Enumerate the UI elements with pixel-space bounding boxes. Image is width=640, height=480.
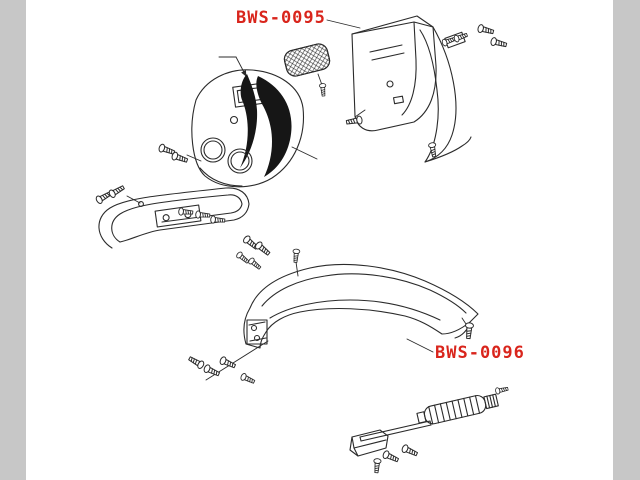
mounting-screws xyxy=(94,23,509,474)
cover-stripe-dark xyxy=(256,76,292,177)
part-label-bws-0096: BWS-0096 xyxy=(435,343,525,363)
part-label-bws-0095: BWS-0095 xyxy=(236,8,326,28)
side-cover-panel xyxy=(243,263,479,349)
rear-carrier-rack xyxy=(98,187,250,249)
cover-stripe-dark-2 xyxy=(240,74,258,168)
left-gutter xyxy=(0,0,26,480)
vent-grille xyxy=(283,43,331,77)
damper-tube-assembly xyxy=(349,393,499,457)
front-cover-panel xyxy=(191,69,305,188)
mount-bracket xyxy=(349,429,389,457)
right-gutter xyxy=(613,0,640,480)
